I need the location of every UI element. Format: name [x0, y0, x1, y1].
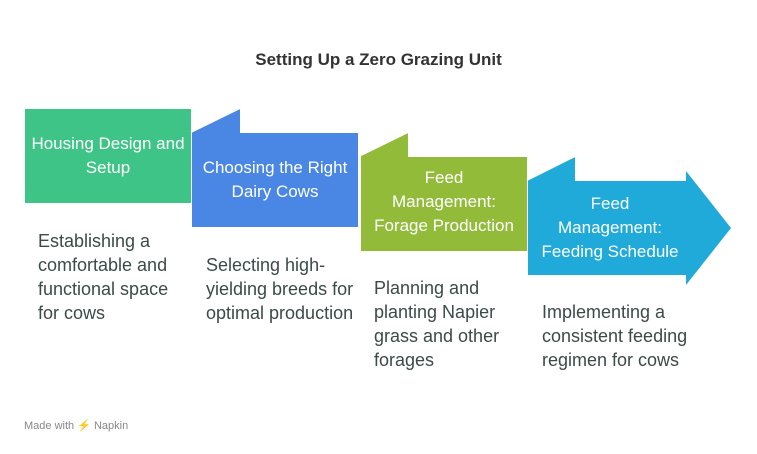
step-4-description: Implementing a consistent feeding regime…: [542, 302, 688, 370]
step-3-shape: [361, 133, 527, 251]
step-3-fold: [358, 131, 409, 157]
diagram-title: Setting Up a Zero Grazing Unit: [255, 50, 502, 69]
step-2-shape: [192, 109, 358, 227]
napkin-brand: Napkin: [93, 420, 129, 432]
step-4-fold: [526, 155, 576, 181]
step-3-description: Planning and planting Napier grass and o…: [374, 278, 500, 370]
step-2-label: Choosing the Right Dairy Cows: [202, 158, 348, 201]
step-4-shape: [528, 157, 731, 285]
step-1-shape: [25, 109, 191, 203]
made-with-text: Made with: [24, 420, 75, 432]
step-2-fold: [190, 107, 241, 133]
made-with-napkin: Made with ⚡ Napkin: [24, 419, 128, 432]
step-3-label: Feed Management: Forage Production: [374, 168, 514, 235]
napkin-logo-icon: ⚡: [77, 420, 91, 432]
step-1-label: Housing Design and Setup: [31, 134, 185, 177]
step-4-label: Feed Management: Feeding Schedule: [541, 194, 679, 261]
step-2-description: Selecting high-yielding breeds for optim…: [206, 255, 354, 323]
step-1-description: Establishing a comfortable and functiona…: [38, 231, 169, 323]
